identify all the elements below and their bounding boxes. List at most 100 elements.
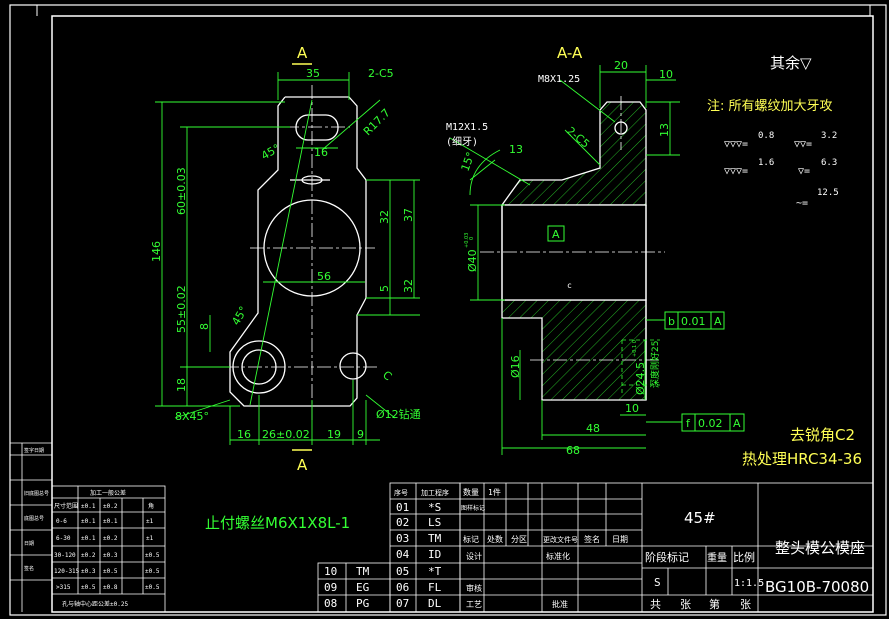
tb-count: 处数	[487, 534, 503, 544]
tol-r2c3: ±0.5	[145, 552, 160, 559]
tol-h3: 角	[148, 502, 154, 510]
dim-9: 9	[357, 428, 364, 441]
side-label-3: 日期	[24, 541, 34, 547]
code-c4-0: 加工程序	[421, 488, 449, 497]
tb-part-name: 整头模公模座	[775, 539, 865, 557]
code-c4-4: ID	[428, 548, 441, 561]
dim-15: 15°	[459, 150, 478, 173]
tb-material: 45#	[684, 509, 716, 527]
code-c4-7: DL	[428, 597, 442, 610]
dim-60: 60±0.03	[175, 167, 188, 215]
tol-r3c0: 120-315	[54, 568, 80, 575]
tol-r4c2: ±0.8	[103, 584, 118, 591]
code-table-text: 10 09 08 TM EG PG 序号 01 02 03 04 05 06 0…	[324, 488, 449, 610]
right-hole	[339, 352, 367, 380]
code-c1-0: 10	[324, 565, 337, 578]
note-screw: 止付螺丝M6X1X8L-1	[205, 514, 350, 532]
tb-zone: 分区	[511, 535, 527, 544]
title-block-grid	[459, 482, 874, 613]
dim-18: 18	[175, 378, 188, 392]
dim-16-slot: 16	[314, 146, 328, 159]
tb-mark: 标记	[463, 534, 479, 544]
dim-16: 16	[237, 428, 251, 441]
side-label-0: 签字日期	[24, 447, 44, 454]
tb-process: 工艺	[466, 600, 482, 609]
tb-change: 更改文件号	[543, 535, 578, 544]
dim-10-top: 10	[659, 68, 673, 81]
code-c2-2: PG	[356, 597, 369, 610]
dim-10-bottom: 10	[625, 402, 639, 415]
tb-approve: 批准	[552, 599, 568, 609]
tb-design: 设计	[466, 551, 482, 561]
gdt-frame-b: b 0.01 A	[664, 311, 725, 330]
section-dashed-hidden	[621, 339, 660, 395]
thin-thread: (细牙)	[446, 135, 478, 148]
code-c1-1: 09	[324, 581, 337, 594]
dim-45-mid: 45°	[229, 304, 250, 327]
dim-r177: R17.7	[361, 106, 393, 138]
dim-13-right: 13	[658, 123, 671, 137]
tb-stage: 阶段标记	[645, 550, 689, 564]
dim-2c5-sec: 2-C5	[564, 124, 592, 150]
gdt-b-symbol: b	[668, 315, 675, 328]
code-c3-5: 05	[396, 565, 409, 578]
side-label-2: 底图总号	[24, 515, 44, 522]
tol-r1c3: ±1	[146, 535, 154, 542]
tol-r3c1: ±0.3	[81, 568, 96, 575]
code-c1-2: 08	[324, 597, 337, 610]
code-c3-0: 序号	[394, 488, 408, 497]
side-strip	[10, 442, 52, 612]
rough-63: 6.3	[821, 158, 837, 168]
dim-8: 8	[198, 323, 211, 330]
tolerance-table-text: 加工一般公差 尺寸范围 ±0.1 ±0.2 角 0-6 ±0.1 ±0.1 ±1…	[54, 489, 160, 608]
top-slot	[295, 114, 339, 141]
section-dims	[449, 65, 682, 455]
code-table-grid	[317, 482, 461, 613]
dia-40-tol-bottom: 0	[469, 237, 475, 240]
tol-r0c1: ±0.1	[81, 518, 96, 525]
tb-date: 日期	[612, 535, 628, 544]
tol-r2c1: ±0.2	[81, 552, 96, 559]
dim-19: 19	[327, 428, 341, 441]
rough-16: 1.6	[758, 158, 774, 168]
tb-drawing-num: 图样标记	[461, 504, 485, 512]
tb-sheet2: 张	[740, 598, 751, 611]
section-hatch-upper	[500, 101, 647, 206]
tol-title: 加工一般公差	[90, 489, 126, 497]
dim-55: 55±0.02	[175, 285, 188, 333]
dim-32-bottom: 32	[402, 279, 415, 293]
notes: 其余▽ 注: 所有螺纹加大牙攻 0.8 3.2 1.6 6.3 12.5 ▽▽▽…	[205, 54, 862, 532]
tol-r3c3: ±0.5	[145, 568, 160, 575]
gdt-f-value: 0.02	[698, 417, 723, 430]
dim-35: 35	[306, 67, 320, 80]
rough-32: 3.2	[821, 131, 837, 141]
side-strip-labels: 签字日期 旧底图总号 底图总号 日期 签名	[24, 447, 49, 572]
tol-r0c3: ±1	[146, 518, 154, 525]
front-outline	[229, 96, 367, 407]
dia-40: Ø40	[466, 249, 479, 272]
code-c4-5: *T	[428, 565, 442, 578]
section-label-top: A	[297, 44, 308, 62]
code-c3-2: 02	[396, 516, 409, 529]
rough-symbol-3: ▽▽▽=	[724, 166, 748, 177]
rough-08: 0.8	[758, 131, 774, 141]
front-centerlines	[225, 85, 380, 420]
code-c4-1: *S	[428, 501, 441, 514]
section-bore	[501, 204, 647, 301]
dim-37: 37	[402, 208, 415, 222]
datum-a: A	[552, 228, 560, 241]
tol-footer: 孔与轴中心距公差±0.25	[62, 600, 128, 608]
dim-5: 5	[378, 285, 391, 292]
note-heat: 热处理HRC34-36	[742, 450, 862, 468]
code-c3-1: 01	[396, 501, 409, 514]
front-dims	[155, 72, 420, 445]
front-labels: A A 35 2-C5 16 R17.7 45° 60±0.03 146 55±…	[150, 44, 421, 474]
front-view	[229, 96, 367, 407]
dim-48: 48	[586, 422, 600, 435]
tol-r2c0: 30-120	[54, 552, 76, 559]
tol-r1c2: ±0.2	[103, 535, 118, 542]
code-c4-2: LS	[428, 516, 441, 529]
code-c4-6: FL	[428, 581, 442, 594]
code-c3-4: 04	[396, 548, 410, 561]
